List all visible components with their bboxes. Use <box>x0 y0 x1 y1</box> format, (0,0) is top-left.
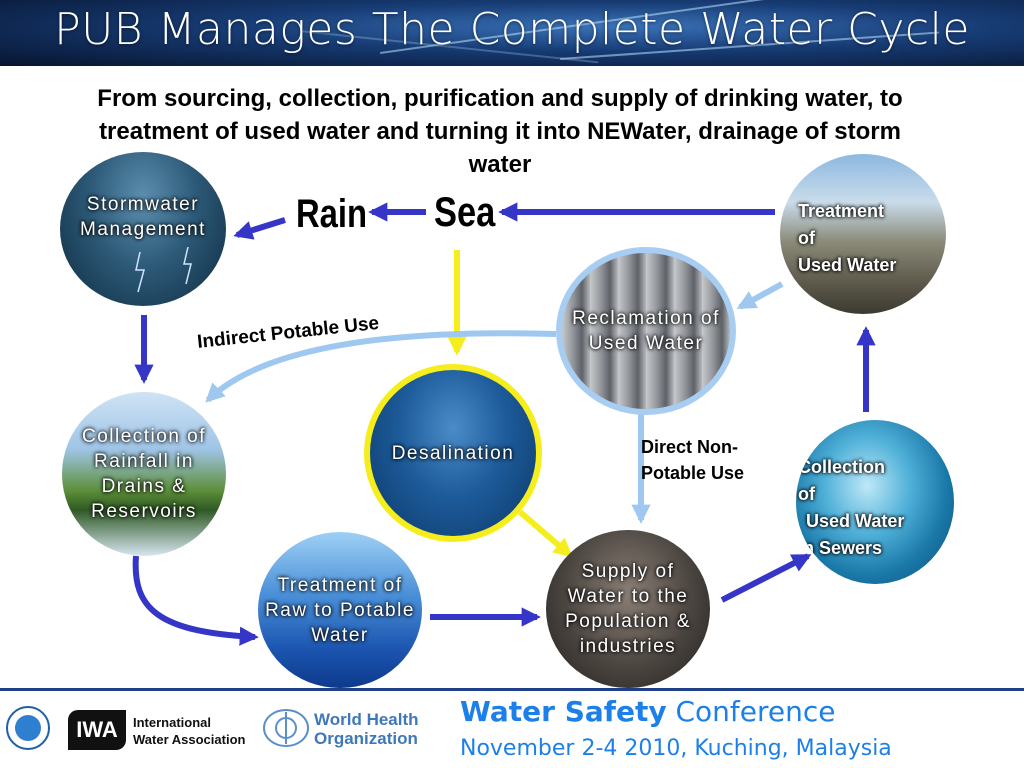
node-treatment-used: Treatment of Used Water <box>780 154 946 314</box>
arrow-rain-to-stormwater <box>233 217 286 240</box>
who-name-line: World Health <box>314 710 419 729</box>
rain-label: Rain <box>296 192 368 236</box>
treatment-used-label: Treatment of Used Water <box>798 198 896 279</box>
arrow-indirect-potable <box>205 330 557 403</box>
footer-divider <box>0 688 1024 691</box>
treatment-used-label-line: of <box>798 228 815 248</box>
arrow-collection-to-treatment <box>132 555 259 646</box>
iwa-name-line: Water Association <box>133 732 246 747</box>
node-supply: Supply of Water to the Population & indu… <box>546 530 710 688</box>
arrow-treatment-to-reclamation <box>736 281 784 310</box>
conference-date: November 2-4 2010, Kuching, Malaysia <box>460 736 892 761</box>
collection-rainfall-label: Collection of Rainfall in Drains & Reser… <box>81 426 207 522</box>
collection-sewers-label-line: in Sewers <box>798 538 883 558</box>
page-title: PUB Manages The Complete Water Cycle <box>54 4 970 55</box>
node-collection-rainfall: Collection of Rainfall in Drains & Reser… <box>62 392 226 556</box>
iwa-logo-text: International Water Association <box>133 714 245 748</box>
lightning-icon <box>135 246 192 293</box>
node-collection-sewers: Collection of Used Water in Sewers <box>796 420 954 584</box>
sea-label: Sea <box>434 188 496 235</box>
title-bar: PUB Manages The Complete Water Cycle <box>0 0 1024 66</box>
subtitle: From sourcing, collection, purification … <box>97 85 903 178</box>
collection-sewers-label-line: Used Water <box>806 511 905 531</box>
treatment-used-label-line: Treatment <box>798 201 885 221</box>
who-emblem-icon <box>263 709 309 747</box>
who-name-line: Organization <box>314 729 418 748</box>
supply-label: Supply of Water to the Population & indu… <box>565 561 691 657</box>
desalination-label: Desalination <box>391 442 515 464</box>
conference-title-rest: Conference <box>666 695 836 728</box>
iwa-logo-text: IWA <box>76 717 118 742</box>
iwa-logo: IWA <box>68 710 126 750</box>
collection-sewers-label: Collection of Used Water in Sewers <box>798 454 904 562</box>
node-reclamation: Reclamation of Used Water <box>556 247 736 415</box>
treatment-raw-label: Treatment of Raw to Potable Water <box>265 574 415 646</box>
conference-title-bold: Water Safety <box>460 695 667 728</box>
collection-sewers-label-line: of <box>798 484 815 504</box>
direct-non-potable-label: Direct Non-Potable Use <box>641 437 745 483</box>
collection-sewers-label-line: Collection <box>798 457 886 477</box>
who-logo-text: World Health Organization <box>314 710 419 748</box>
iwa-name-line: International <box>133 715 212 730</box>
arrow-desalination-to-supply <box>518 509 573 558</box>
stormwater-label: Stormwater Management <box>80 194 206 240</box>
who-emblem-logo <box>262 708 310 748</box>
conference-title: Water Safety Conference <box>460 695 836 728</box>
node-treatment-raw: Treatment of Raw to Potable Water <box>258 532 422 688</box>
arrow-supply-to-sewers <box>720 553 812 603</box>
node-stormwater: Stormwater Management <box>60 152 226 306</box>
reclamation-label: Reclamation of Used Water <box>572 308 720 354</box>
node-desalination: Desalination <box>364 364 542 542</box>
treatment-used-label-line: Used Water <box>798 255 897 275</box>
emblem-logo <box>6 706 50 750</box>
